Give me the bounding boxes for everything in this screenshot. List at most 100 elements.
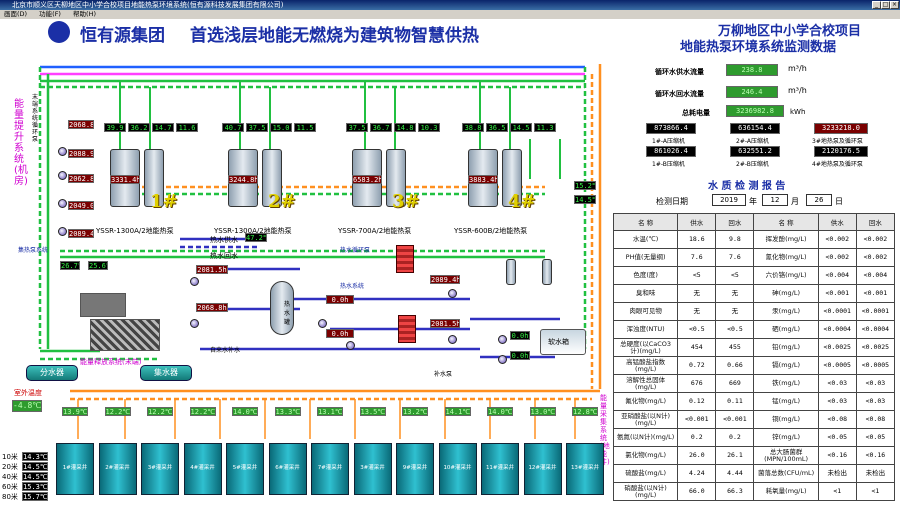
energy-lift-label: 能量提升系统(机房) (14, 99, 28, 187)
well-temp: 13.2℃ (402, 407, 428, 416)
ground-well[interactable] (226, 443, 264, 495)
parameter-value: 4.44 (715, 464, 755, 483)
parameter-name: 肉眼可见物 (612, 302, 679, 321)
unit-runtime: 3331.4h (110, 175, 140, 184)
distributor[interactable]: 分水器 (26, 365, 78, 381)
column-header: 供水 (817, 213, 857, 231)
menu-item-display[interactable]: 画面(D) (4, 10, 28, 18)
city-water-label: 自来水补水 (210, 347, 241, 354)
report-date-label: 检测日期 (656, 197, 688, 206)
well-temp: 13.3℃ (274, 407, 301, 416)
parameter-value: <5 (715, 266, 755, 285)
parameter-value: 无 (677, 284, 717, 303)
parameter-name: 六价铬(mg/L) (753, 266, 819, 285)
parameter-value: <0.16 (855, 446, 896, 465)
parameter-value: 0.2 (715, 428, 755, 447)
heat-exchange-label: 热水循环泵 (340, 247, 371, 254)
pump-icon[interactable] (498, 335, 507, 344)
ground-well[interactable] (396, 443, 434, 495)
menu-item-function[interactable]: 功能(F) (39, 10, 61, 18)
scada-screen: 恒有源集团 首选浅层地能无燃烧为建筑物智慧供热 万柳地区中小学合校项目 地能热泵… (0, 19, 900, 506)
parameter-value: 4.24 (677, 464, 717, 483)
pump-icon[interactable] (58, 147, 67, 156)
unit-temp: 38.8 (462, 123, 484, 132)
ground-well[interactable] (183, 443, 222, 495)
unit-temp: 10.3 (418, 123, 440, 132)
parameter-value: 0.2 (677, 428, 717, 447)
pump-icon[interactable] (318, 319, 327, 328)
well-name: 3#灌采井 (360, 465, 385, 471)
meter-3: 3233218.0 (814, 123, 868, 134)
pump-icon[interactable] (346, 341, 355, 350)
depth-temp: 14.5℃ (22, 472, 48, 481)
pump-icon[interactable] (58, 199, 67, 208)
pump-icon[interactable] (190, 319, 199, 328)
pump-runtime-4: 2049.0h (68, 201, 94, 210)
ground-well[interactable] (56, 443, 94, 495)
unit-temp: 14.8 (394, 123, 416, 132)
ground-well[interactable] (268, 443, 307, 495)
well-temp: 12.2℃ (147, 407, 173, 416)
parameter-name: 硒(mg/L) (753, 320, 819, 339)
unit-temp: 36.5 (486, 123, 508, 132)
meter-2a: 636154.4 (730, 123, 780, 134)
ground-well[interactable] (98, 443, 137, 495)
ground-well[interactable] (353, 443, 392, 495)
month-unit: 月 (791, 197, 799, 206)
ground-well[interactable] (311, 443, 349, 495)
parameter-value: 无 (677, 302, 717, 321)
parameter-value: 66.0 (677, 482, 717, 501)
unit-temp: 40.7 (222, 123, 244, 132)
close-button[interactable]: × (890, 1, 899, 9)
unit-number: 4# (508, 191, 536, 212)
ground-well[interactable] (566, 443, 604, 495)
pump-icon[interactable] (58, 227, 67, 236)
parameter-name: 亚硝酸盐(以N计)(mg/L) (612, 410, 679, 429)
parameter-name: 铅(mg/L) (753, 338, 819, 357)
unit-runtime: 3244.8h (228, 175, 258, 184)
ground-well[interactable] (438, 443, 477, 495)
menu-item-help[interactable]: 帮助(H) (73, 10, 97, 18)
minimize-button[interactable]: _ (872, 1, 881, 9)
menu-bar: 画面(D) 功能(F) 帮助(H) (0, 10, 900, 19)
parameter-value: 455 (715, 338, 755, 357)
pump-icon[interactable] (448, 289, 457, 298)
pump-icon[interactable] (190, 277, 199, 286)
unit-temp: 15.0 (270, 123, 292, 132)
hot-supply-temp: 47.2℃ (245, 233, 267, 242)
slogan: 首选浅层地能无燃烧为建筑物智慧供热 (190, 26, 479, 46)
report-day[interactable]: 26 (806, 194, 832, 206)
ground-well[interactable] (141, 443, 179, 495)
pump-icon[interactable] (498, 355, 507, 364)
filter (542, 259, 552, 285)
pump-icon[interactable] (448, 335, 457, 344)
well-temp: 12.2℃ (104, 407, 131, 416)
depth-label: 40米 (2, 473, 18, 481)
unit-model: YSSR-1300A/2地能热泵 (214, 227, 292, 235)
unit-model: YSSR-1300A/2地能热泵 (96, 227, 174, 235)
pump-runtime: 2081.5h (196, 265, 228, 274)
project-name: 万柳地区中小学合校项目 (718, 24, 862, 39)
report-year[interactable]: 2019 (712, 194, 746, 206)
depth-label: 10米 (2, 453, 18, 461)
collector[interactable]: 集水器 (140, 365, 192, 381)
compressor (386, 149, 406, 207)
maximize-button[interactable]: □ (881, 1, 890, 9)
report-month[interactable]: 12 (762, 194, 788, 206)
company-name: 恒有源集团 (80, 26, 165, 46)
parameter-value: <1 (855, 482, 896, 501)
ground-well[interactable] (523, 443, 562, 495)
parameter-name: 溶解性总固体(mg/L) (612, 374, 679, 393)
year-unit: 年 (749, 197, 757, 206)
day-unit: 日 (835, 197, 843, 206)
ground-well[interactable] (481, 443, 519, 495)
pump-icon[interactable] (58, 171, 67, 180)
pump-runtime-1: 2068.8h (68, 120, 94, 129)
cooling-unit (80, 293, 126, 317)
well-temp: 13.1℃ (317, 407, 343, 416)
column-header: 回水 (715, 213, 755, 231)
